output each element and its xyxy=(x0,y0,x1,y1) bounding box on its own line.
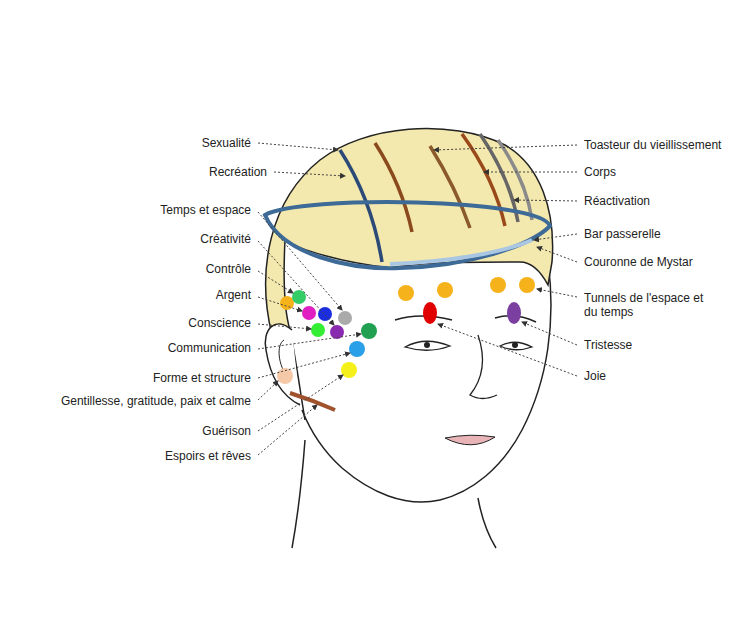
point-label: Bar passerelle xyxy=(583,227,662,241)
leader-line xyxy=(258,375,343,431)
point-label: Sexualité xyxy=(201,136,252,150)
point-label: Couronne de Mystar xyxy=(583,255,694,269)
point-label: Joie xyxy=(583,369,607,383)
band xyxy=(430,146,470,228)
leader-line xyxy=(258,241,334,325)
point-label: Argent xyxy=(215,288,252,302)
point-label: Communication xyxy=(167,341,252,355)
leader-line xyxy=(258,381,278,400)
point-label: Tunnels de l'espace et du temps xyxy=(583,291,720,319)
point-label: Corps xyxy=(583,165,617,179)
point-dot xyxy=(398,285,414,301)
leader-line xyxy=(522,322,577,345)
point-label: Créativité xyxy=(199,232,252,246)
point-dot xyxy=(349,341,365,357)
leader-line xyxy=(258,405,317,455)
leader-line xyxy=(537,289,577,297)
leader-line xyxy=(258,324,311,329)
leader-line xyxy=(274,172,345,176)
leader-line xyxy=(484,172,577,173)
point-dot xyxy=(361,323,377,339)
point-label: Toasteur du vieillissement xyxy=(583,138,722,152)
leader-line xyxy=(537,247,577,262)
point-label: Conscience xyxy=(187,316,252,330)
point-label: Forme et structure xyxy=(152,371,252,385)
point-label: Réactivation xyxy=(583,194,651,208)
point-label: Contrôle xyxy=(205,262,252,276)
leader-line xyxy=(438,324,577,376)
point-dot xyxy=(519,277,535,293)
neck-line xyxy=(292,440,305,548)
point-label: Recréation xyxy=(208,165,268,179)
point-dot xyxy=(302,306,316,320)
leader-line xyxy=(258,271,293,293)
band xyxy=(340,150,382,262)
crown-ring xyxy=(265,202,550,268)
point-dot xyxy=(437,282,453,298)
leader-line xyxy=(258,212,342,310)
leader-line xyxy=(258,143,338,150)
pupil xyxy=(424,342,430,348)
point-dot xyxy=(341,362,357,378)
leader-line xyxy=(258,297,302,311)
leader-line xyxy=(434,145,577,150)
bridge-bar xyxy=(390,240,532,264)
mouth xyxy=(445,435,495,445)
leader-line xyxy=(514,200,577,201)
point-dot xyxy=(338,311,352,325)
leader-line xyxy=(534,234,577,240)
point-dot xyxy=(280,296,294,310)
point-label: Tristesse xyxy=(583,338,633,352)
point-label: Guérison xyxy=(201,424,252,438)
point-label: Espoirs et rêves xyxy=(164,449,252,463)
point-label: Temps et espace xyxy=(159,203,252,217)
point-dot xyxy=(490,277,506,293)
pupil xyxy=(512,342,518,348)
eye xyxy=(405,341,450,350)
leader-line xyxy=(258,353,350,378)
point-dot xyxy=(507,302,521,324)
hair xyxy=(266,129,553,335)
face-outline xyxy=(302,262,551,502)
leader-line xyxy=(258,334,361,349)
neck-line xyxy=(478,498,496,548)
point-label: Gentillesse, gratitude, paix et calme xyxy=(60,394,252,408)
point-dot xyxy=(423,302,437,324)
point-dot xyxy=(311,323,325,337)
band xyxy=(375,143,412,232)
